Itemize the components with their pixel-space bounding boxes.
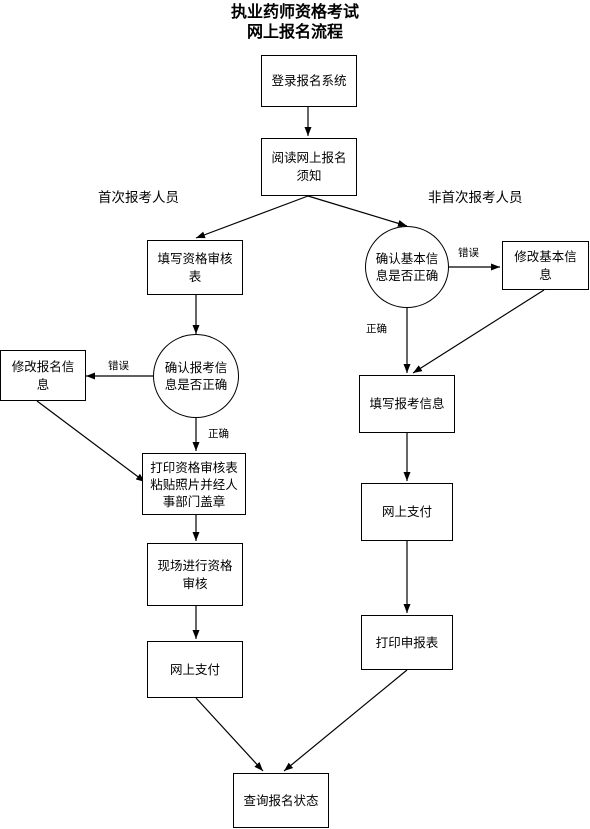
title-line-1: 执业药师资格考试 [230,2,359,21]
arrow-notice-to-confirm-basic [307,195,408,227]
arrow-modify-to-print-form [36,400,146,483]
edge-label-left-correct: 正确 [208,428,229,440]
column-label-first-time: 首次报考人员 [98,190,179,206]
edge-label-left-error: 错误 [108,360,129,372]
node-print-application: 打印申报表 [361,615,453,670]
column-label-non-first-time: 非首次报考人员 [428,190,523,206]
node-online-pay-left: 网上支付 [147,641,243,698]
arrow-print-app-to-query [283,669,408,772]
node-onsite-review: 现场进行资格审核 [147,543,243,606]
node-modify-basic-info: 修改基本信息 [502,241,589,290]
arrow-pay-left-to-query [195,697,264,772]
node-modify-exam-info: 修改报名信息 [0,350,86,401]
node-read-notice: 阅读网上报名须知 [261,138,357,196]
node-query-status: 查询报名状态 [233,773,329,828]
title-line-2: 网上报名流程 [246,22,343,41]
arrow-modify-basic-to-fill-exam [412,289,545,374]
node-online-pay-right: 网上支付 [361,483,453,541]
node-confirm-basic-info: 确认基本信息是否正确 [365,226,449,308]
node-fill-exam-info: 填写报考信息 [359,375,455,433]
node-print-review-form: 打印资格审核表粘贴照片并经人事部门盖章 [142,453,246,515]
edge-label-right-correct: 正确 [366,323,387,335]
node-login: 登录报名系统 [261,55,357,107]
node-fill-review-form: 填写资格审核表 [147,240,243,295]
node-confirm-exam-info: 确认报考信息是否正确 [153,334,239,418]
edge-label-right-error: 错误 [458,247,479,259]
arrow-notice-to-fill-form [195,195,309,239]
